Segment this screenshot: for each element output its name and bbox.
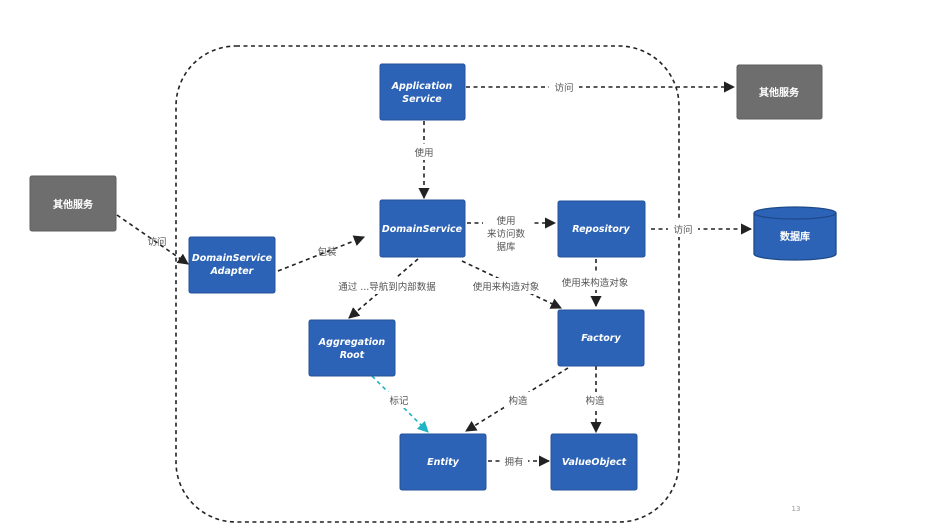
edge-label-domain-to-repo-line1: 使用 — [496, 215, 515, 227]
edge-label-repo-to-factory: 使用来构造对象 — [562, 277, 629, 289]
node-domain-service: DomainService — [379, 199, 466, 258]
edge-label-repo-to-db: 访问 — [673, 224, 692, 236]
node-application-service-line1: Application — [391, 81, 453, 92]
external-other-service-left-label: 其他服务 — [53, 198, 94, 211]
node-domain-service-adapter-line2: Adapter — [210, 266, 255, 277]
node-aggregation-root: Aggregation Root — [308, 319, 396, 377]
edge-label-entity-to-vo: 拥有 — [504, 456, 523, 468]
edge-label-factory-to-vo: 构造 — [585, 395, 605, 407]
edge-label-app-to-domain: 使用 — [414, 147, 433, 159]
external-other-service-left: 其他服务 — [29, 175, 117, 232]
node-aggregation-root-line2: Root — [340, 350, 365, 361]
edge-label-ext-to-adapter: 访问 — [147, 236, 166, 248]
page-number: 13 — [792, 505, 801, 513]
node-entity-label: Entity — [427, 457, 460, 468]
external-database: 数据库 — [753, 206, 837, 261]
edge-adapter-to-domain-service — [277, 235, 366, 272]
edge-labels: 访问 使用 访问 包装 使用 来访问数 据库 访问 通过 ...导航到内部数据 … — [147, 79, 698, 469]
node-value-object-label: ValueObject — [562, 457, 627, 468]
node-domain-service-adapter: DomainService Adapter — [188, 236, 276, 294]
node-factory: Factory — [557, 309, 645, 367]
database-label: 数据库 — [780, 230, 810, 243]
node-domain-service-adapter-line1: DomainService — [192, 253, 273, 264]
edge-label-domain-to-repo-line2: 来访问数 — [487, 228, 526, 240]
node-domain-service-label: DomainService — [382, 224, 463, 235]
bounded-context-boundary — [175, 45, 680, 523]
external-other-service-right: 其他服务 — [736, 64, 823, 120]
node-factory-label: Factory — [581, 333, 621, 344]
external-other-service-right-label: 其他服务 — [759, 86, 800, 99]
node-entity: Entity — [399, 433, 487, 491]
edge-label-agg-to-entity: 标记 — [389, 395, 409, 407]
edge-factory-to-entity — [465, 367, 569, 432]
edge-label-domain-to-repo-line3: 据库 — [496, 241, 516, 253]
node-repository-label: Repository — [572, 224, 630, 235]
edge-label-factory-to-entity: 构造 — [508, 395, 528, 407]
edge-label-domain-to-agg: 通过 ...导航到内部数据 — [338, 281, 436, 293]
edge-label-adapter-to-domain: 包装 — [317, 246, 337, 258]
node-application-service-line2: Service — [402, 94, 442, 105]
node-aggregation-root-line1: Aggregation — [318, 337, 386, 348]
edge-label-domain-to-factory: 使用来构造对象 — [473, 281, 540, 293]
node-value-object: ValueObject — [550, 433, 638, 491]
node-repository: Repository — [557, 200, 646, 258]
node-application-service: Application Service — [379, 63, 466, 121]
edge-label-app-to-ext: 访问 — [554, 82, 573, 94]
